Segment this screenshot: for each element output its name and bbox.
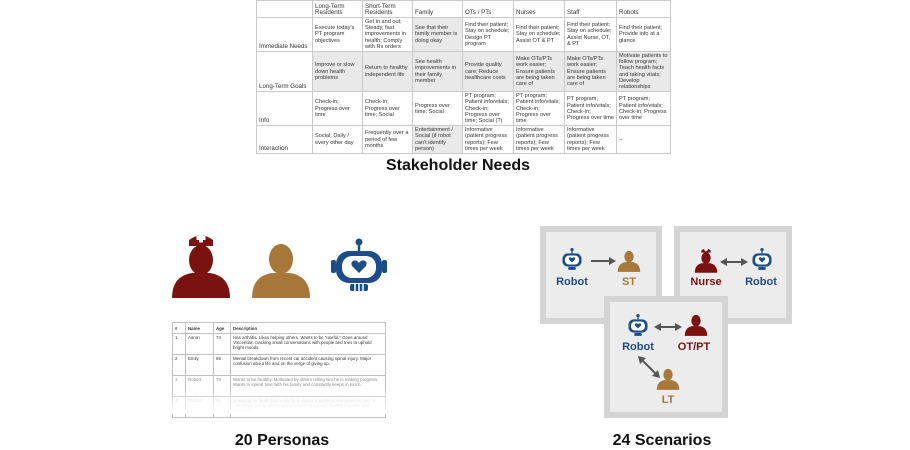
robot-persona-icon [331,238,387,291]
family-persona-icon [252,244,310,298]
table-cell: Progress over time; Social [412,91,463,127]
table-cell: Find their patient; Stay on schedule; As… [513,16,565,53]
row-label: Long-Term Goals [256,51,313,93]
row-label: Immediate Needs [256,16,313,53]
table-cell: Emily [185,354,214,376]
arrow-right-icon [591,257,616,265]
robot-icon [752,248,772,270]
table-cell: Has arthritis. Likes helping others. Wan… [230,333,386,355]
table-cell: PT program; Patient info/vitals; Check-i… [564,91,617,127]
row-label: Info [256,91,313,127]
table-cell: Check-in; Progress over time [312,91,363,127]
table-row: 1 Aaron 74 Has arthritis. Likes helping … [172,333,386,355]
stakeholder-needs-caption: Stakeholder Needs [385,157,531,174]
header-cell: Long-Term Residents [312,0,363,18]
table-cell: PT program; Patient info/vitals; Check-i… [616,91,671,127]
scenario-label: LT [661,394,675,406]
table-row: 2 Emily 65 Mental breakdown from recent … [172,354,386,376]
header-cell: Nurses [513,0,565,18]
table-row: Interaction Social; Daily / every other … [256,125,671,155]
scenario-label: Robot [556,276,588,288]
table-cell: Make OTs/PTs work easier; Ensure patient… [564,51,617,93]
header-cell: OTs / PTs [462,0,514,18]
header-cell: Description [230,322,386,334]
table-row: Long-Term Goals Improve or slow down hea… [256,51,671,93]
table-cell: 65 [213,354,231,376]
table-cell: Find their patient; Stay on schedule; De… [462,16,514,53]
table-cell: Frequently over a period of few months [362,125,413,155]
scenario-label: Nurse [690,276,722,288]
table-cell: Check-in; Progress over time; Social [362,91,413,127]
table-header-row: # Name Age Description [172,322,386,334]
table-cell: Informative (patient progress reports); … [564,125,617,155]
robot-icon [628,314,648,336]
table-cell: 74 [213,333,231,355]
header-cell: Age [213,322,231,334]
table-cell: 1 [172,333,186,355]
table-cell: Social; Daily / every other day [312,125,363,155]
scenario-card-robot-otpt-lt: Robot OT/PT LT [604,296,728,418]
persona-table-fade [170,388,390,414]
table-cell: Improve or slow down health problems [312,51,363,93]
table-header-row: Long-Term Residents Short-Term Residents… [256,0,671,18]
table-cell: Make OTs/PTs work easier; Ensure patient… [513,51,565,93]
arrow-diagonal-icon [638,356,660,378]
resident-lt-icon [656,368,680,390]
scenario-label: Robot [622,341,654,353]
table-cell: PT program; Patient info/vitals; Check-i… [513,91,565,127]
table-cell: Mental breakdown from recent car acciden… [230,354,386,376]
scenario-label: Robot [745,276,777,288]
scenario-label: ST [621,276,637,288]
table-cell: Informative (patient progress reports); … [513,125,565,155]
table-cell: See health improvements in their family … [412,51,463,93]
header-cell: Family [412,0,463,18]
personas-caption: 20 Personas [234,432,330,449]
arrow-bidirectional-icon [720,258,748,266]
header-cell: Robots [616,0,671,18]
table-row: Info Check-in; Progress over time Check-… [256,91,671,127]
table-cell: 2 [172,354,186,376]
row-label: Interaction [256,125,313,155]
table-cell: Execute today's PT program objectives [312,16,363,53]
table-cell: Entertainment / Social (if robot can't i… [412,125,463,155]
table-cell: Find their patient; Stay on schedule; As… [564,16,617,53]
arrow-bidirectional-icon [654,323,682,331]
stakeholder-needs-table: Long-Term Residents Short-Term Residents… [256,0,671,155]
table-cell: Find their patient; Provide info at a gl… [616,16,671,53]
table-cell: Aaron [185,333,214,355]
scenario-label: OT/PT [677,341,711,353]
table-cell: Get in and out; Steady, fast improvement… [362,16,413,53]
table-cell: PT program; Patient info/vitals; Check-i… [462,91,514,127]
table-cell: Motivate patients to follow program; Tea… [616,51,671,93]
table-cell: Provide quality care; Reduce healthcare … [462,51,514,93]
table-row: Immediate Needs Execute today's PT progr… [256,16,671,53]
scenarios-caption: 24 Scenarios [612,432,712,449]
ot-pt-icon [684,314,708,336]
robot-icon [562,248,582,270]
header-cell: Staff [564,0,617,18]
header-cell: Short-Term Residents [362,0,413,18]
table-cell: See that their family member is doing ok… [412,16,463,53]
resident-st-icon [617,250,641,272]
header-cell: Name [185,322,214,334]
header-cell: # [172,322,186,334]
nurse-icon [694,247,718,273]
table-cell: -- [616,125,671,155]
header-cell [256,0,313,18]
nurse-persona-icon [172,233,230,298]
table-cell: Return to healthy independent life [362,51,413,93]
table-cell: Informative (patient progress reports); … [462,125,514,155]
